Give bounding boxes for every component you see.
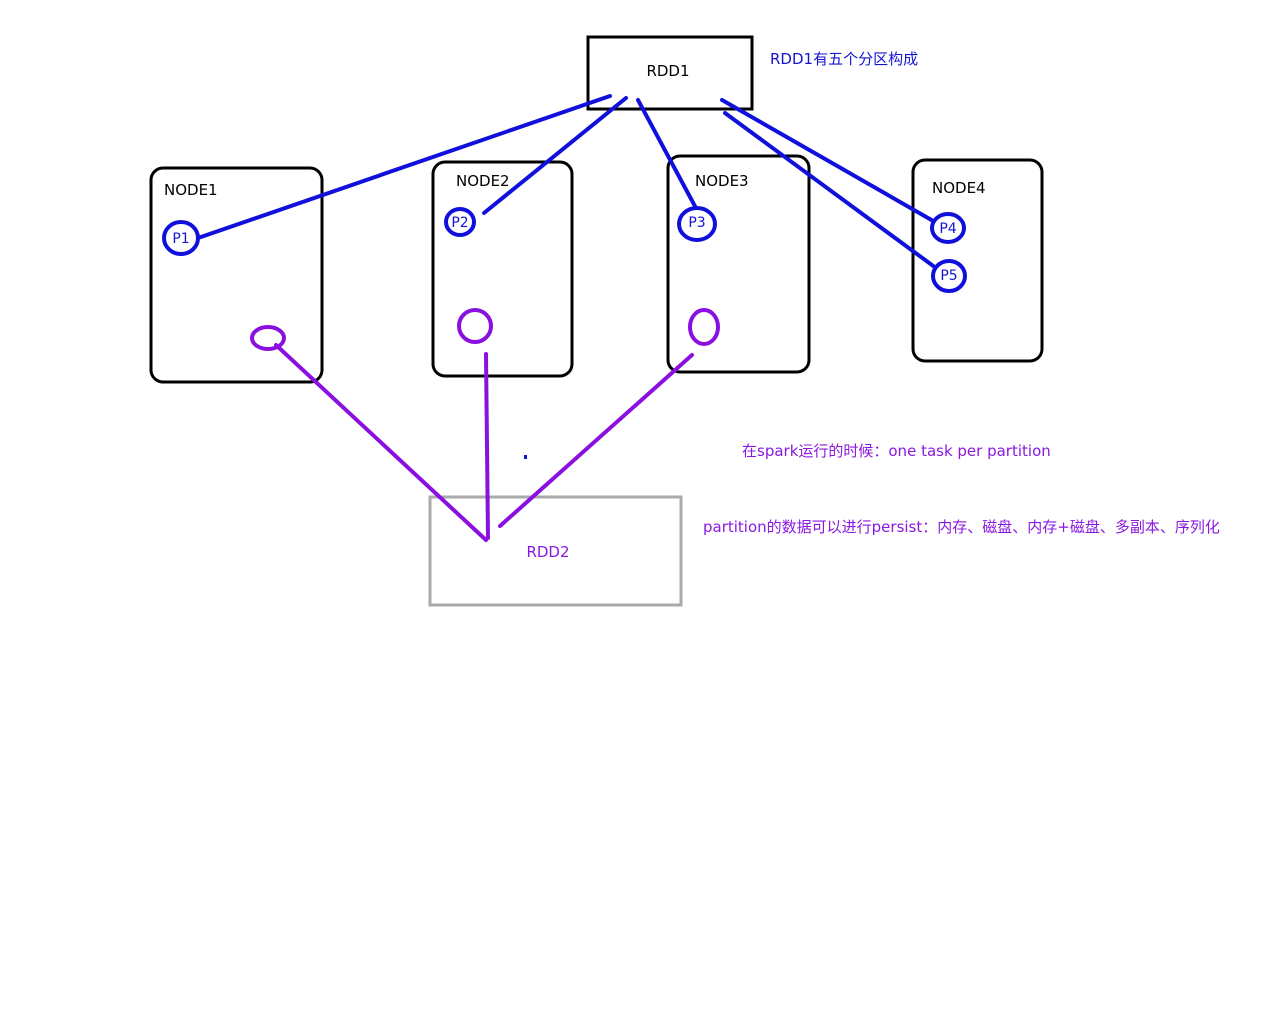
partition-p4-label: P4	[939, 221, 956, 237]
partition-p2-circle	[444, 207, 476, 237]
rdd2-partition-node3-circle	[688, 308, 720, 346]
persist-note: partition的数据可以进行persist：内存、磁盘、内存+磁盘、多副本、…	[703, 518, 1220, 536]
link-rdd1-p4	[720, 98, 937, 224]
node3-box	[666, 154, 811, 374]
rdd2-box	[428, 495, 683, 607]
stray-dot	[524, 455, 527, 459]
partition-p5-label: P5	[940, 268, 957, 284]
rdd1-note: RDD1有五个分区构成	[770, 50, 918, 68]
partition-p3-circle	[677, 206, 717, 242]
rdd2-label: RDD2	[526, 543, 569, 561]
link-rdd1-p5	[723, 111, 938, 270]
link-rdd1-p1	[196, 94, 612, 240]
link-rdd2-node2	[484, 352, 490, 540]
node1-box	[149, 166, 324, 384]
link-rdd2-node1	[274, 343, 488, 542]
partition-p5-circle	[931, 259, 967, 293]
node1-label: NODE1	[164, 181, 218, 199]
node2-label: NODE2	[456, 172, 510, 190]
task-note: 在spark运行的时候：one task per partition	[742, 442, 1051, 460]
node3-label: NODE3	[695, 172, 749, 190]
link-rdd1-p3	[636, 98, 699, 212]
node4-box	[911, 158, 1044, 363]
partition-p1-label: P1	[172, 231, 189, 247]
link-rdd1-p2	[482, 96, 628, 215]
partition-p1-circle	[162, 220, 200, 256]
rdd2-partition-node1-circle	[250, 325, 286, 351]
node4-label: NODE4	[932, 179, 986, 197]
link-rdd2-node3	[498, 353, 694, 528]
node2-box	[431, 160, 574, 378]
rdd2-partition-node2-circle	[457, 308, 493, 344]
partition-p2-label: P2	[451, 215, 468, 231]
partition-p4-circle	[930, 212, 966, 244]
rdd1-label: RDD1	[646, 62, 689, 80]
rdd1-box	[586, 35, 754, 111]
partition-p3-label: P3	[688, 215, 705, 231]
